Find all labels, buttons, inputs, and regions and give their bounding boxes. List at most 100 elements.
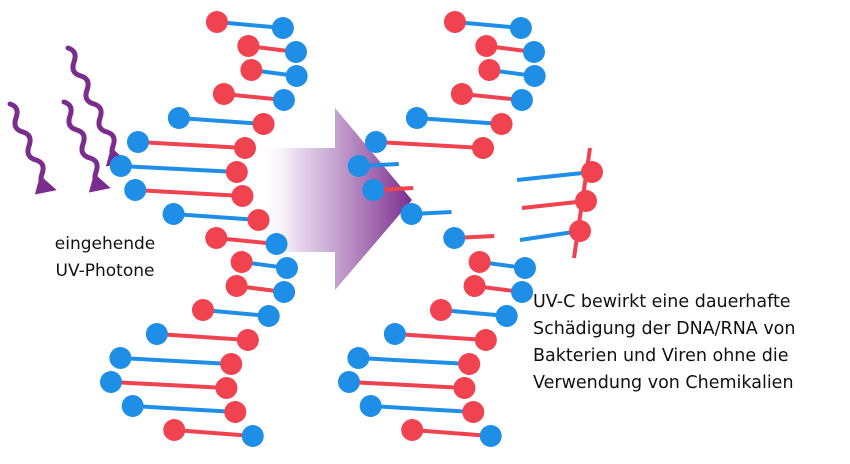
nucleotide-bead: [405, 107, 428, 129]
nucleotide-bead: [400, 203, 423, 225]
nucleotide-bead: [233, 137, 256, 159]
nucleotide-bead: [257, 305, 280, 327]
photon-label: eingehende UV-Photone: [30, 231, 180, 285]
nucleotide-bead: [271, 17, 294, 39]
nucleotide-bead: [247, 209, 270, 231]
base-pair-rung: [358, 356, 470, 366]
effect-line: Bakterien und Viren ohne die: [533, 346, 789, 366]
effect-line: Verwendung von Chemikalien: [533, 373, 794, 393]
photon-group: [7, 45, 128, 195]
base-pair-rung: [394, 332, 486, 342]
effect-description: UV-C bewirkt eine dauerhafte Schädigung …: [533, 289, 795, 397]
nucleotide-bead: [126, 131, 149, 153]
nucleotide-bead: [220, 353, 243, 375]
nucleotide-bead: [272, 89, 295, 111]
nucleotide-bead: [458, 353, 481, 375]
nucleotide-bead: [205, 11, 228, 33]
nucleotide-bead: [205, 227, 228, 249]
nucleotide-bead: [513, 257, 536, 279]
nucleotide-bead: [471, 137, 494, 159]
nucleotide-bead: [163, 419, 186, 441]
nucleotide-bead: [225, 275, 248, 297]
nucleotide-bead: [212, 83, 235, 105]
nucleotide-bead: [121, 395, 144, 417]
nucleotide-bead: [364, 131, 387, 153]
nucleotide-bead: [569, 220, 591, 242]
nucleotide-bead: [522, 41, 545, 63]
nucleotide-bead: [285, 65, 308, 87]
nucleotide-bead: [347, 347, 370, 369]
nucleotide-bead: [241, 425, 264, 447]
photon-wave-icon: [7, 101, 57, 195]
nucleotide-bead: [478, 59, 501, 81]
base-pair-rung: [120, 164, 237, 174]
nucleotide-bead: [215, 377, 238, 399]
base-pair-rung: [348, 380, 465, 390]
effect-line: Schädigung der DNA/RNA von: [533, 319, 796, 339]
nucleotide-bead: [401, 419, 424, 441]
base-pair-rung: [173, 212, 259, 222]
nucleotide-bead: [453, 377, 476, 399]
nucleotide-bead: [509, 17, 532, 39]
nucleotide-bead: [230, 251, 253, 273]
base-pair-rung: [216, 20, 284, 30]
nucleotide-bead: [383, 323, 406, 345]
nucleotide-bead: [475, 35, 498, 57]
nucleotide-bead: [275, 257, 298, 279]
photon-wave-icon: [65, 45, 128, 167]
nucleotide-bead: [523, 65, 546, 87]
base-pair-rung: [132, 404, 236, 414]
nucleotide-bead: [145, 323, 168, 345]
nucleotide-bead: [99, 371, 122, 393]
nucleotide-bead: [443, 11, 466, 33]
nucleotide-bead: [463, 275, 486, 297]
nucleotide-bead: [443, 227, 466, 249]
nucleotide-bead: [236, 329, 259, 351]
nucleotide-bead: [225, 161, 248, 183]
dna-helix-damaged: [337, 11, 603, 447]
nucleotide-bead: [240, 59, 263, 81]
nucleotide-bead: [337, 371, 360, 393]
nucleotide-bead: [124, 179, 147, 201]
effect-line: UV-C bewirkt eine dauerhafte: [533, 292, 791, 312]
nucleotide-bead: [237, 35, 260, 57]
nucleotide-bead: [191, 299, 214, 321]
nucleotide-bead: [162, 203, 185, 225]
nucleotide-bead: [474, 329, 497, 351]
nucleotide-bead: [273, 281, 296, 303]
nucleotide-bead: [359, 395, 382, 417]
base-pair-rung: [370, 404, 474, 414]
base-pair-rung: [120, 356, 232, 366]
nucleotide-bead: [265, 233, 288, 255]
nucleotide-bead: [224, 401, 247, 423]
base-pair-rung: [174, 428, 253, 438]
nucleotide-bead: [462, 401, 485, 423]
nucleotide-bead: [468, 251, 491, 273]
photon-label-line: UV-Photone: [55, 261, 155, 281]
photon-label-line: eingehende: [54, 234, 156, 254]
base-pair-rung: [412, 428, 491, 438]
nucleotide-bead: [362, 179, 385, 201]
broken-rung: [516, 170, 593, 182]
base-pair-rung: [454, 20, 522, 30]
base-pair-rung: [110, 380, 227, 390]
nucleotide-bead: [429, 299, 452, 321]
nucleotide-bead: [347, 155, 370, 177]
dna-helix-intact: [99, 11, 308, 447]
nucleotide-bead: [450, 83, 473, 105]
nucleotide-bead: [167, 107, 190, 129]
photon-wave-icon: [61, 99, 111, 193]
uv-arrow-icon: [260, 108, 412, 290]
nucleotide-bead: [109, 155, 132, 177]
nucleotide-bead: [109, 347, 132, 369]
base-pair-rung: [135, 188, 243, 198]
nucleotide-bead: [581, 161, 603, 183]
nucleotide-bead: [231, 185, 254, 207]
nucleotide-bead: [479, 425, 502, 447]
base-pair-rung: [156, 332, 248, 342]
base-pair-rung: [178, 116, 264, 126]
nucleotide-bead: [575, 190, 597, 212]
nucleotide-bead: [490, 113, 513, 135]
nucleotide-bead: [284, 41, 307, 63]
